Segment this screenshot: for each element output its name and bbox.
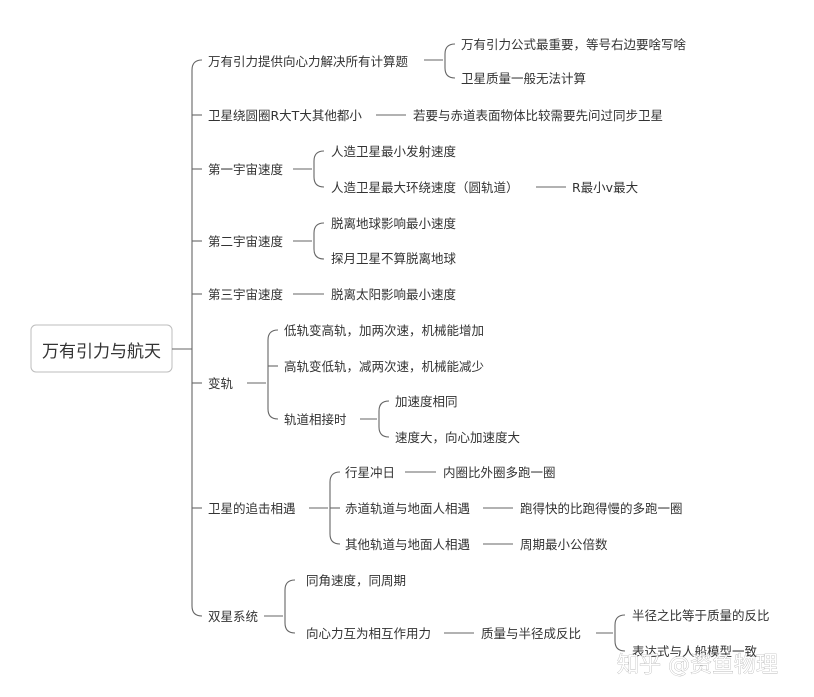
branch-7-child-2[interactable]: 赤道轨道与地面人相遇	[345, 501, 470, 516]
branch-5-child-1[interactable]: 脱离太阳影响最小速度	[331, 287, 457, 302]
branch-8-great-grand-1[interactable]: 半径之比等于质量的反比	[632, 608, 770, 623]
branch-2-child-1[interactable]: 若要与赤道表面物体比较需要先问过同步卫星	[413, 108, 663, 123]
branch-8-bracket	[284, 579, 296, 634]
branch-7-label[interactable]: 卫星的追击相遇	[208, 501, 296, 516]
branch-6-bracket	[267, 329, 279, 420]
branch-3-label[interactable]: 第一宇宙速度	[208, 162, 284, 177]
branch-6-sub-bracket	[378, 400, 390, 438]
branch-7-grand-2[interactable]: 跑得快的比跑得慢的多跑一圈	[520, 501, 683, 516]
branch-3-child-2[interactable]: 人造卫星最大环绕速度（圆轨道）	[331, 180, 519, 195]
main-spine	[191, 59, 203, 617]
root-node[interactable]: 万有引力与航天	[42, 342, 161, 362]
branch-8-sub-bracket	[614, 614, 626, 652]
branch-8-child-2[interactable]: 向心力互为相互作用力	[306, 626, 431, 641]
branch-4-label[interactable]: 第二宇宙速度	[208, 234, 284, 249]
branch-6-grand-2[interactable]: 速度大，向心加速度大	[395, 430, 520, 445]
branch-7-grand-3[interactable]: 周期最小公倍数	[520, 537, 608, 552]
branch-4-child-2[interactable]: 探月卫星不算脱离地球	[331, 251, 457, 266]
branch-8-label[interactable]: 双星系统	[208, 609, 258, 624]
branch-4-child-1[interactable]: 脱离地球影响最小速度	[331, 216, 457, 231]
branch-7-child-3[interactable]: 其他轨道与地面人相遇	[345, 537, 470, 552]
branch-3-grand[interactable]: R最小v最大	[572, 180, 638, 195]
branch-1-child-2[interactable]: 卫星质量一般无法计算	[461, 71, 586, 86]
branch-2-label[interactable]: 卫星绕圆圈R大T大其他都小	[208, 108, 362, 123]
branch-6-child-2[interactable]: 高轨变低轨，减两次速，机械能减少	[284, 359, 484, 374]
branch-4-bracket	[313, 222, 325, 260]
branch-7-grand-1[interactable]: 内圈比外圈多跑一圈	[443, 465, 556, 480]
branch-6-label[interactable]: 变轨	[208, 376, 234, 391]
branch-1-label[interactable]: 万有引力提供向心力解决所有计算题	[208, 54, 409, 69]
branch-3-bracket	[313, 150, 325, 188]
branch-1-bracket	[444, 43, 456, 79]
branch-6-child-1[interactable]: 低轨变高轨，加两次速，机械能增加	[284, 323, 484, 338]
branch-6-grand-1[interactable]: 加速度相同	[395, 394, 458, 409]
branch-8-child-1[interactable]: 同角速度，同周期	[306, 573, 406, 588]
branch-7-child-1[interactable]: 行星冲日	[345, 465, 395, 480]
branch-8-grand[interactable]: 质量与半径成反比	[481, 626, 581, 641]
branch-1-child-1[interactable]: 万有引力公式最重要，等号右边要啥写啥	[461, 37, 687, 52]
branch-6-child-3[interactable]: 轨道相接时	[284, 412, 347, 427]
branch-8-great-grand-2[interactable]: 表达式与人船模型一致	[632, 644, 758, 659]
branch-3-child-1[interactable]: 人造卫星最小发射速度	[331, 144, 457, 159]
watermark: 知乎 @资鱼物理	[617, 653, 778, 678]
branch-5-label[interactable]: 第三宇宙速度	[208, 287, 284, 302]
